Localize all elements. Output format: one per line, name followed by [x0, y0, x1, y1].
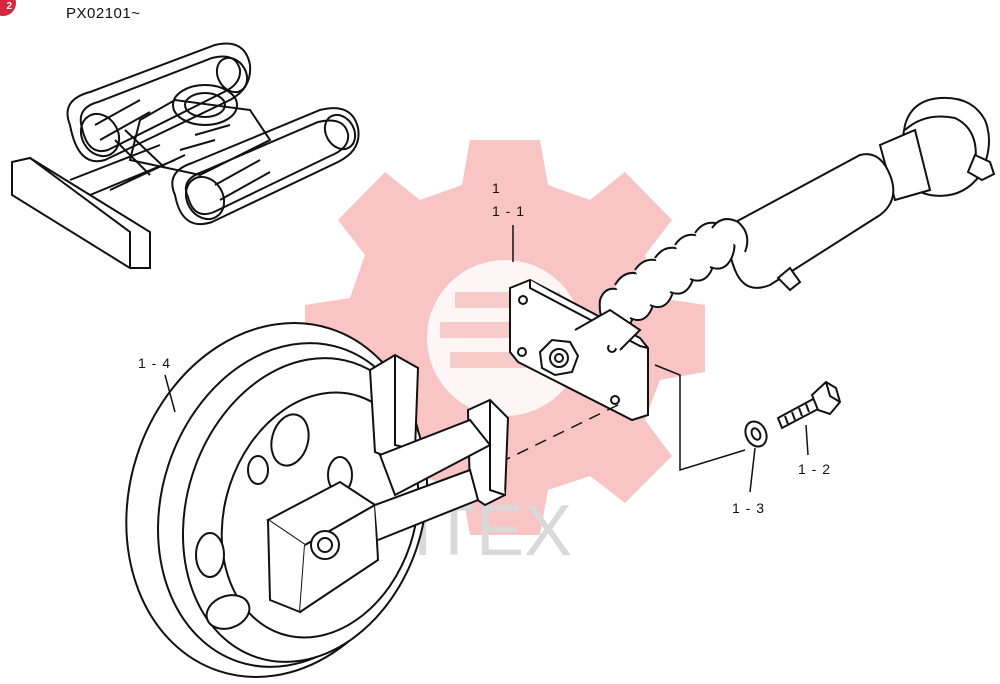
bolt-part — [776, 380, 842, 430]
idler-wheel — [125, 322, 510, 678]
callout-assembly: 1 — [492, 180, 501, 196]
callout-bolt: 1 - 2 — [798, 461, 832, 477]
undercarriage-overview — [11, 42, 360, 269]
page-badge: 2 — [0, 0, 16, 16]
recoil-spring-assembly — [509, 96, 996, 422]
washer-part — [744, 420, 768, 448]
alignment-lines — [504, 225, 746, 472]
callout-washer: 1 - 3 — [732, 500, 766, 516]
callout-bracket: 1 - 1 — [492, 203, 526, 219]
callout-idler: 1 - 4 — [138, 355, 172, 371]
leader-lines — [164, 374, 809, 493]
serial-range-label: PX02101~ — [66, 5, 141, 22]
